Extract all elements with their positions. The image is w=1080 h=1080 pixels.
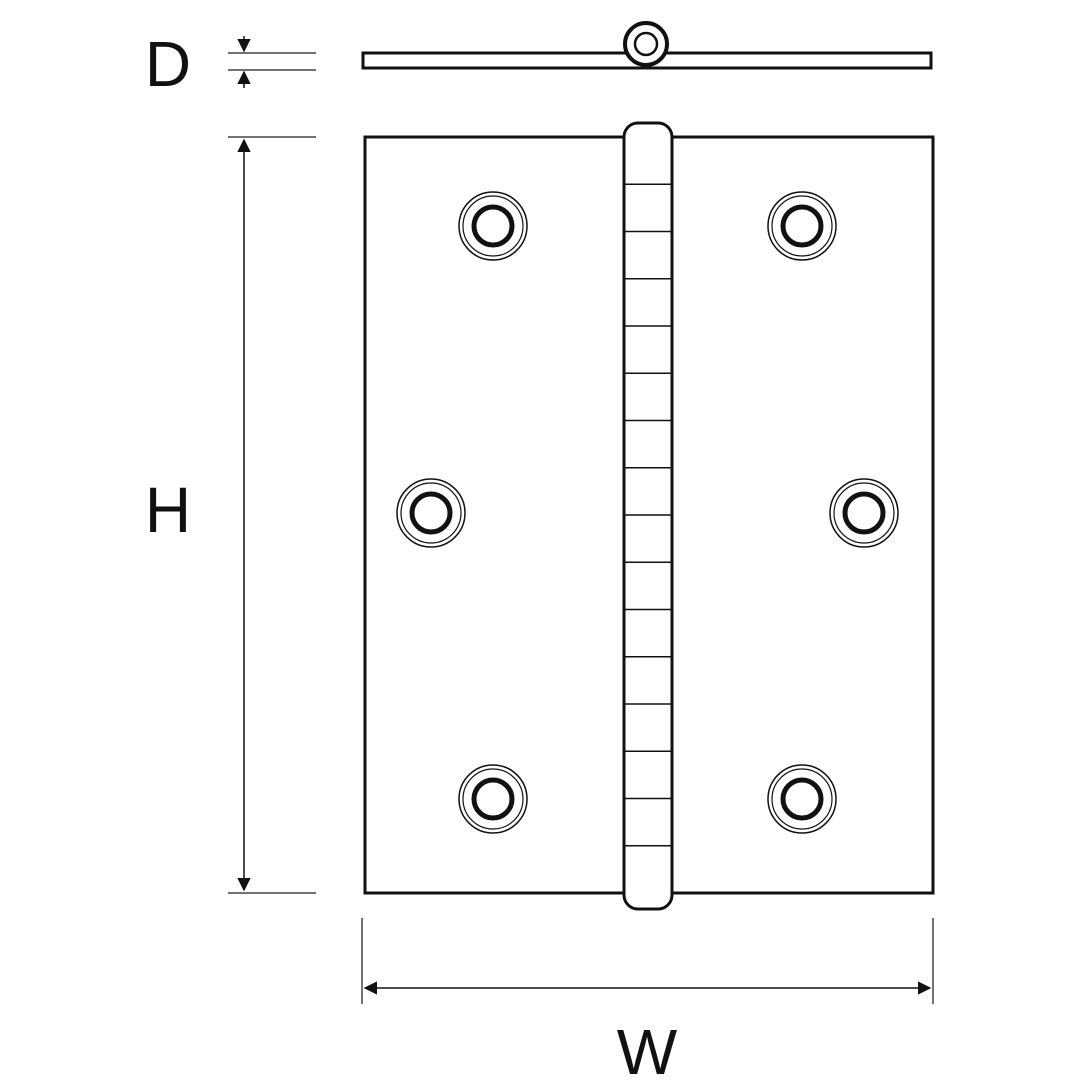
screw-hole bbox=[767, 764, 837, 834]
screw-holes bbox=[396, 191, 899, 834]
screw-hole-bore bbox=[409, 491, 453, 535]
side-view-pin bbox=[633, 31, 659, 57]
depth-dimension: D bbox=[145, 28, 316, 100]
screw-hole bbox=[829, 478, 899, 548]
screw-hole-bore bbox=[780, 777, 824, 821]
height-label: H bbox=[145, 474, 191, 546]
screw-hole-rim bbox=[771, 768, 833, 830]
width-label: W bbox=[617, 1016, 678, 1080]
screw-hole bbox=[458, 764, 528, 834]
screw-hole bbox=[767, 191, 837, 261]
screw-hole bbox=[458, 191, 528, 261]
screw-hole-bore bbox=[471, 204, 515, 248]
screw-hole-bore bbox=[842, 491, 886, 535]
screw-hole-bore bbox=[471, 777, 515, 821]
screw-hole-rim bbox=[462, 768, 524, 830]
screw-hole-rim bbox=[833, 482, 895, 544]
screw-hole-rim bbox=[400, 482, 462, 544]
screw-hole-rim bbox=[771, 195, 833, 257]
screw-hole bbox=[396, 478, 466, 548]
side-view bbox=[361, 21, 933, 70]
screw-hole-rim bbox=[462, 195, 524, 257]
hinge-knuckle bbox=[622, 121, 674, 911]
knuckle-segment-lines bbox=[625, 183, 671, 847]
depth-label: D bbox=[145, 28, 191, 100]
width-dimension: W bbox=[361, 918, 934, 1080]
front-view bbox=[363, 121, 935, 911]
screw-hole-bore bbox=[780, 204, 824, 248]
height-dimension: H bbox=[145, 136, 316, 894]
